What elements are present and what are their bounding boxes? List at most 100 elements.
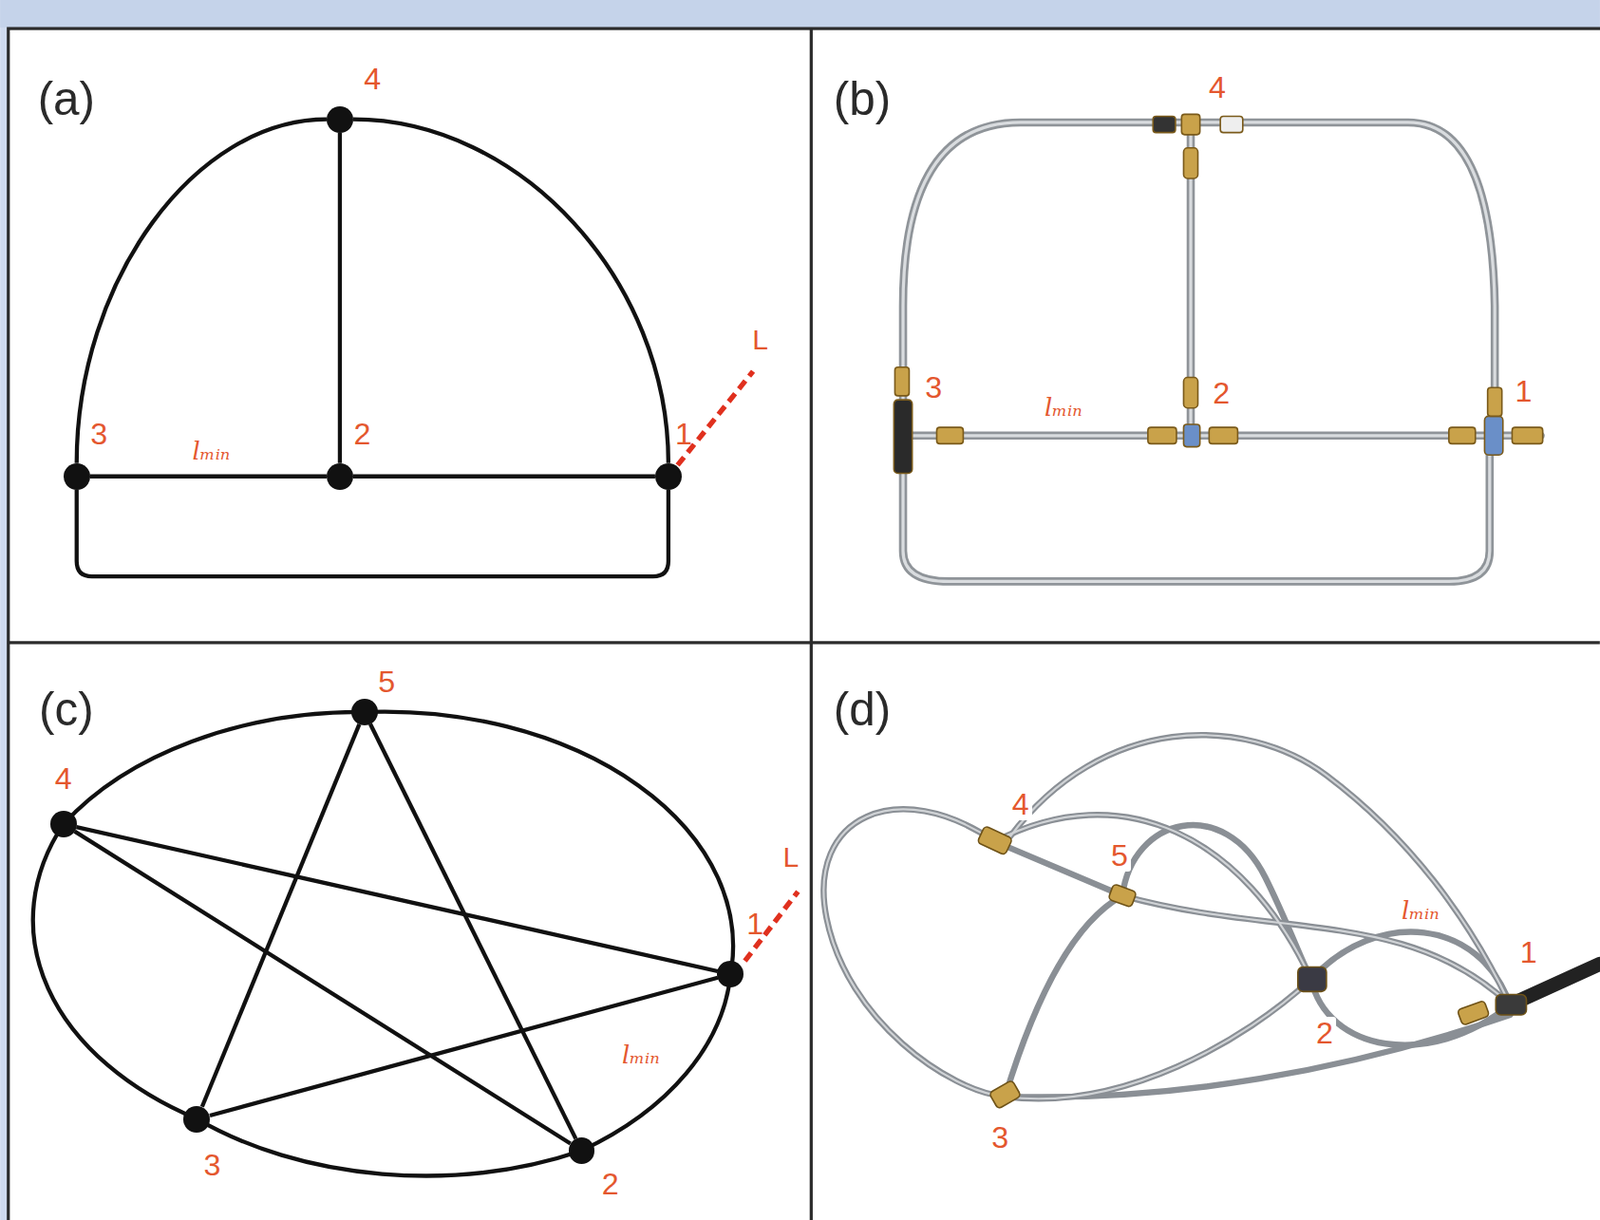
graph-bond xyxy=(76,489,669,577)
cable-photo-d-part-part xyxy=(995,814,1312,979)
cable-photo-d-part-part xyxy=(1010,734,1510,1005)
lead-line-part xyxy=(744,891,798,961)
cable-photo-b-part-part xyxy=(903,122,1495,429)
connector-fitting-part xyxy=(989,1079,1022,1110)
vertex-number: 4 xyxy=(363,63,381,95)
cable-photo-b-part xyxy=(903,122,1542,582)
length-label: lₘᵢₙ xyxy=(621,1043,660,1069)
cable-photo-d-part xyxy=(823,734,1510,1099)
vertex-number: 3 xyxy=(90,418,108,450)
graph-vertex: 4 xyxy=(50,810,77,838)
vertex-number: 5 xyxy=(377,666,396,697)
vertex-number: 1 xyxy=(1514,375,1532,406)
lead-label: L xyxy=(752,325,769,355)
cable-photo-d-part-part xyxy=(1122,895,1510,1005)
lead-line xyxy=(677,371,799,961)
connector-fitting-part xyxy=(1484,415,1503,455)
vertex-number: 5 xyxy=(1108,838,1131,871)
panel-letter: (d) xyxy=(833,685,891,733)
cable-photo-b xyxy=(903,122,1542,582)
cable-photo-d-part-part xyxy=(1311,932,1511,1006)
vertex-number: 2 xyxy=(602,1167,620,1199)
vertex-number: 4 xyxy=(55,763,73,794)
connector-fitting-part xyxy=(1298,967,1327,993)
page-frame-part xyxy=(0,0,1600,28)
length-label: lₘᵢₙ xyxy=(1044,395,1083,421)
connector-fitting-part xyxy=(893,399,912,473)
connector-fitting-part xyxy=(1183,424,1200,448)
cable-photo-b-part-part xyxy=(903,449,1490,583)
graph-bond xyxy=(338,132,342,464)
cable-photo-d-part-part xyxy=(823,809,1005,1097)
graph-bond xyxy=(75,827,717,972)
connector-fitting-part xyxy=(1220,115,1243,132)
length-label: lₘᵢₙ xyxy=(192,439,231,465)
graph-vertex: 5 xyxy=(351,698,378,726)
graph-vertex: 1 xyxy=(655,463,682,490)
connector-fitting-part xyxy=(1487,387,1503,416)
cable-photo-d-part-part xyxy=(1004,1015,1510,1098)
cable-photo-d-part-part xyxy=(995,814,1312,979)
length-label: lₘᵢₙ xyxy=(1398,898,1443,925)
graph-bond xyxy=(202,724,360,1108)
vertex-number: 1 xyxy=(675,418,693,450)
graph-bond xyxy=(209,978,718,1116)
connector-fitting-part xyxy=(1108,884,1137,908)
connector-fitting xyxy=(977,826,1526,1110)
vertex-number: 2 xyxy=(1212,377,1230,409)
connector-fitting-part xyxy=(1208,427,1238,444)
graph-vertex: 3 xyxy=(183,1106,210,1133)
cable-photo-d-part-part xyxy=(1004,895,1123,1097)
page-frame-part xyxy=(809,28,813,1220)
cable-photo-d-part-part xyxy=(995,841,1123,896)
graph-bond xyxy=(33,824,198,1120)
connector-fitting-part xyxy=(1183,377,1198,409)
cable-photo-d-part-part xyxy=(1010,734,1510,1005)
cable-photo-d-part xyxy=(823,734,1510,1099)
cable-photo-b-part-part xyxy=(903,449,1490,583)
lead-label: L xyxy=(782,843,799,872)
graph-vertex: 4 xyxy=(326,106,354,133)
connector-fitting-part xyxy=(1148,427,1177,444)
connector-fitting-part xyxy=(1449,427,1476,444)
vertex-number: 3 xyxy=(988,1121,1012,1154)
connector-fitting-part xyxy=(1495,995,1526,1016)
graph-bond xyxy=(63,712,365,825)
connector-fitting-part xyxy=(936,427,963,444)
connector-fitting-part xyxy=(1457,1000,1490,1026)
cable-photo-d-part-part xyxy=(823,809,1005,1097)
vertex-number: 3 xyxy=(204,1149,222,1181)
graph-bond xyxy=(75,831,571,1145)
graph-bond xyxy=(582,974,732,1151)
cable-photo-d-part-part xyxy=(1004,978,1311,1099)
cable-photo-d-part-part xyxy=(1122,895,1510,1005)
graph-vertex: 2 xyxy=(568,1137,596,1165)
cable-photo-b-part xyxy=(903,122,1542,582)
cable-photo-d xyxy=(823,734,1600,1099)
vertex-number: 1 xyxy=(1517,935,1541,968)
graph-vertex: 2 xyxy=(326,463,354,490)
graph-vertex: 1 xyxy=(716,960,744,988)
page-frame-part xyxy=(8,640,1600,644)
connector-fitting xyxy=(893,113,1543,473)
connector-fitting-part xyxy=(1183,148,1198,179)
cable-photo-d-part-part xyxy=(1311,978,1511,1045)
graph-bond xyxy=(353,119,669,464)
connector-fitting-part xyxy=(977,826,1013,856)
vertex-number: 3 xyxy=(924,372,942,403)
graph-bond xyxy=(90,474,327,479)
cable-photo-b-part-part xyxy=(903,122,1495,429)
panel-letter: (b) xyxy=(833,75,891,123)
panel-letter: (a) xyxy=(37,75,95,123)
vertex-number: 1 xyxy=(746,907,764,939)
connector-fitting-part xyxy=(1181,113,1200,134)
vertex-number: 2 xyxy=(354,418,372,450)
connector-fitting-part xyxy=(1511,427,1543,444)
panel-letter: (c) xyxy=(38,685,95,733)
connector-fitting-part xyxy=(894,367,909,396)
graph-bond xyxy=(197,1119,583,1177)
connector-fitting-part xyxy=(1152,115,1176,132)
